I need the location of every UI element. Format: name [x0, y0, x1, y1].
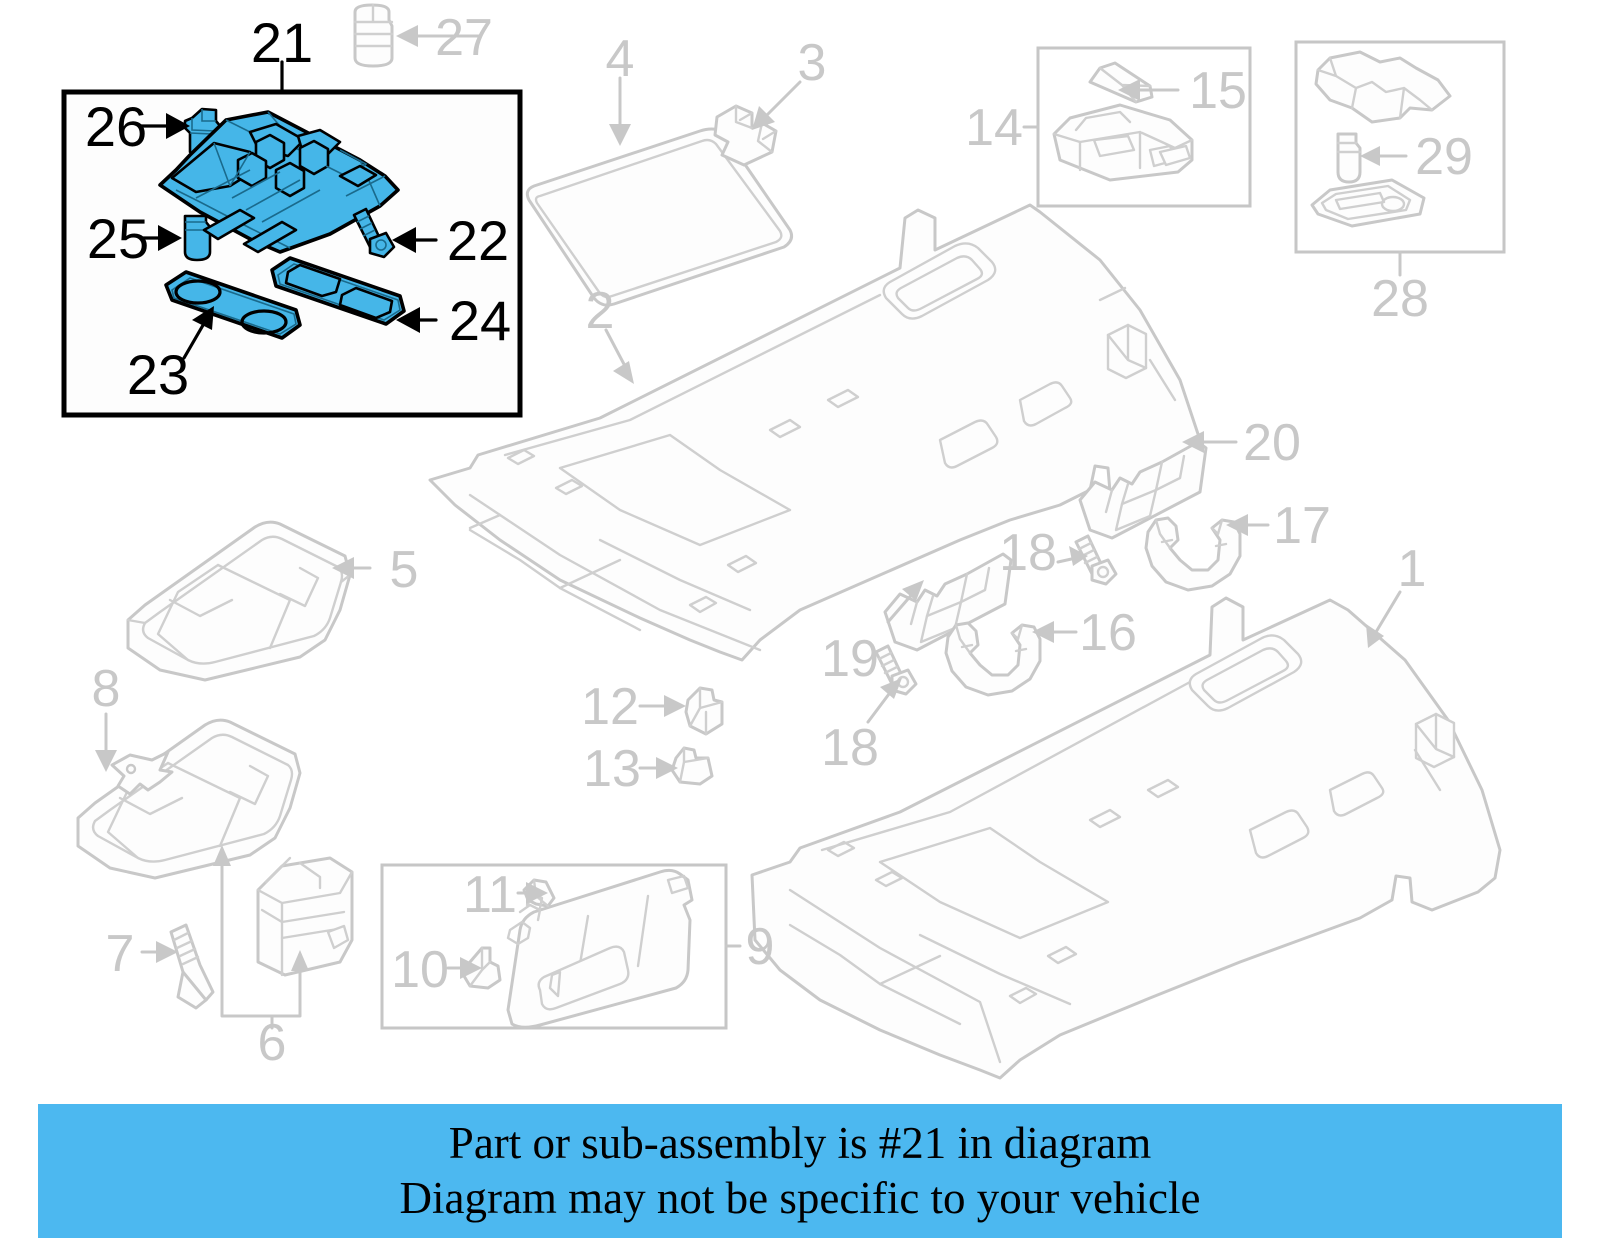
callout-label-5: 5 — [390, 541, 419, 599]
part-25-console-bulb — [183, 214, 212, 262]
part-8-console-clip — [110, 750, 174, 796]
part-6-leader — [220, 856, 302, 1018]
banner-line-1: Part or sub-assembly is #21 in diagram — [448, 1118, 1152, 1169]
callout-label-14: 14 — [965, 99, 1023, 157]
callout-label-27: 27 — [435, 9, 493, 67]
part-21-overhead-console — [158, 110, 400, 254]
part-6-console-tray-lower — [76, 718, 302, 880]
part-23-dome-lamp-lens — [164, 270, 302, 340]
callout-label-13: 13 — [583, 740, 641, 798]
part-20-grip-cover-trim — [1078, 440, 1208, 540]
callout-label-26: 26 — [85, 95, 147, 158]
part-6-arrow-module — [291, 950, 309, 971]
part-17-assist-grip-front — [1144, 516, 1242, 592]
part-28-room-lamp — [1310, 50, 1452, 228]
callout-label-11: 11 — [463, 866, 517, 924]
callout-label-28: 28 — [1371, 270, 1429, 328]
callout-label-2: 2 — [586, 282, 615, 340]
callout-label-25: 25 — [87, 207, 149, 270]
part-15-map-lamp-lens — [1088, 61, 1154, 104]
part-18-screw-upper — [1074, 534, 1118, 586]
part-7-console-screw — [169, 923, 215, 1010]
callout-label-19: 19 — [821, 630, 879, 688]
callout-label-22: 22 — [447, 209, 509, 272]
leader-18-lower — [866, 688, 894, 724]
callout-label-9: 9 — [746, 918, 775, 976]
part-13-plug-clip — [670, 746, 714, 786]
leader-23 — [182, 318, 208, 360]
part-2-headliner-front — [428, 203, 1202, 662]
disclaimer-banner: Part or sub-assembly is #21 in diagram D… — [38, 1104, 1562, 1238]
part-6-arrow-up — [213, 845, 231, 866]
callout-label-7: 7 — [106, 925, 135, 983]
callout-label-10: 10 — [391, 941, 449, 999]
part-12-retainer-clip — [684, 686, 724, 736]
callout-label-23: 23 — [127, 343, 189, 406]
callout-label-18b: 18 — [821, 719, 879, 777]
part-3-clip-bracket — [713, 104, 778, 167]
callout-label-16: 16 — [1079, 604, 1137, 662]
part-14-map-lamp — [1052, 103, 1194, 182]
callout-label-24: 24 — [449, 289, 511, 352]
leader-1 — [1374, 590, 1402, 634]
part-6-console-module — [256, 856, 354, 977]
leader-19 — [886, 590, 916, 624]
part-22-console-screw — [352, 207, 396, 259]
part-16-assist-grip-rear — [944, 621, 1042, 697]
callout-label-15: 15 — [1189, 62, 1247, 120]
part-27-bulb-socket — [353, 3, 394, 68]
callout-label-21: 21 — [251, 11, 313, 74]
callout-label-1: 1 — [1398, 540, 1427, 598]
callout-label-4: 4 — [606, 30, 635, 88]
callout-label-8: 8 — [92, 660, 121, 718]
callout-label-3: 3 — [798, 34, 827, 92]
part-9-sun-visor — [506, 868, 694, 1029]
part-5-console-tray-upper — [126, 520, 352, 682]
leader-3 — [762, 80, 802, 120]
callout-label-17: 17 — [1273, 497, 1331, 555]
callout-label-18: 18 — [999, 524, 1057, 582]
part-1-headliner-rear — [750, 596, 1502, 1080]
callout-label-12: 12 — [581, 678, 639, 736]
part-24-console-switch-panel — [270, 256, 406, 326]
leader-2 — [604, 328, 628, 370]
callout-label-20: 20 — [1243, 414, 1301, 472]
banner-line-2: Diagram may not be specific to your vehi… — [399, 1173, 1201, 1223]
callout-label-29: 29 — [1415, 128, 1473, 186]
callout-label-6: 6 — [258, 1014, 287, 1072]
